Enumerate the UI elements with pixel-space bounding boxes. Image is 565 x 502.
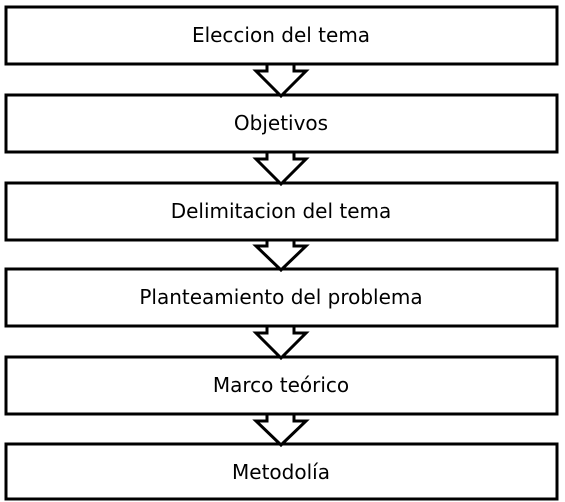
- step-box-2: [4, 93, 559, 154]
- step-label-3: Delimitacion del tema: [171, 199, 392, 223]
- step-label-5: Marco teórico: [213, 373, 349, 397]
- connector-arrow-1: [252, 62, 310, 99]
- connector-arrow-2: [252, 150, 310, 187]
- connector-arrow-3: [252, 238, 310, 273]
- step-label-6: Metodolía: [232, 460, 330, 484]
- step-box-1: [4, 5, 559, 66]
- step-box-6: [4, 442, 559, 501]
- step-label-4: Planteamiento del problema: [139, 285, 422, 309]
- step-box-4: [4, 267, 559, 328]
- step-label-1: Eleccion del tema: [192, 23, 370, 47]
- connector-arrow-5: [252, 412, 310, 448]
- step-label-2: Objetivos: [234, 111, 328, 135]
- connector-arrow-4: [252, 324, 310, 361]
